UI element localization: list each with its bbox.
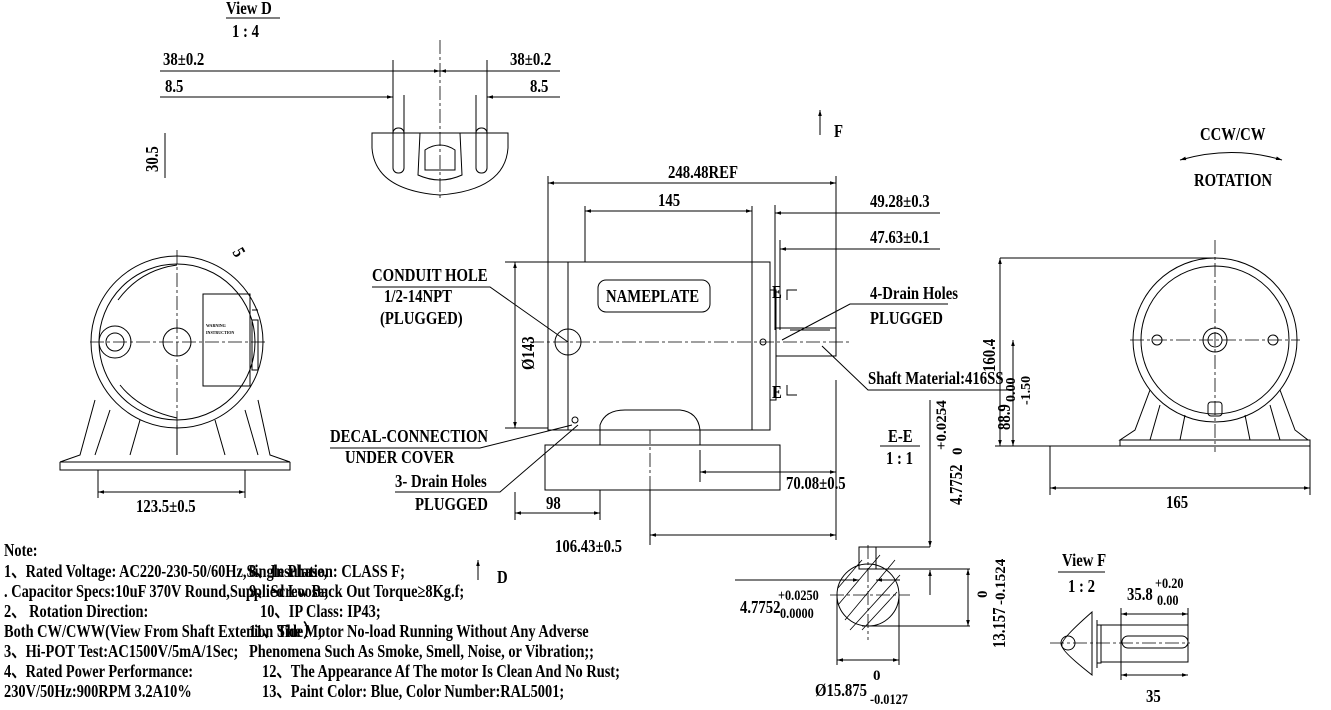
view-f-key-length: 35 (1146, 686, 1161, 707)
dim-248-48: 248.48REF (668, 162, 738, 183)
view-f-marker: F (834, 121, 843, 142)
note-line: Both CW/CWW(View From Shaft Extenion Sid… (4, 620, 322, 641)
note-line: 10、IP Class: IP43; (260, 600, 381, 621)
notes-heading: Note: (4, 539, 38, 560)
view-d: View D 1 : 4 38±0.2 38±0.2 8.5 8.5 30.5 (142, 0, 560, 200)
section-e-bottom: E (772, 382, 782, 403)
flat-lower: -0.1524 (993, 558, 1009, 605)
view-f-length: 35.8 (1127, 584, 1153, 605)
dim-38-right: 38±0.2 (510, 49, 551, 70)
section-ee-scale: 1 : 1 (886, 448, 913, 469)
shaft-diameter: Ø15.875 (815, 680, 867, 701)
nameplate-label: NAMEPLATE (606, 286, 699, 307)
note-line: Phenomena Such As Smoke, Smell, Noise, o… (249, 640, 594, 661)
dim-dia-143: Ø143 (518, 336, 539, 370)
view-f: View F 1 : 2 35.8 +0.20 0.00 35 (1050, 550, 1190, 707)
note-line: 1、Rated Voltage: AC220-230-50/60Hz,Singl… (4, 560, 327, 581)
dim-123-5: 123.5±0.5 (136, 496, 196, 517)
main-side-view: 248.48REF 145 49.28±0.3 47.63±0.1 CONDUI… (330, 162, 1010, 588)
rotation-line2: ROTATION (1194, 170, 1272, 191)
left-end-view: WARNING INSTRUCTION 123.5±0.5 5 (59, 244, 291, 517)
shaft-material-label: Shaft Material:416SS (868, 368, 1004, 389)
note-line: . Capacitor Specs:10uF 370V Round,Suppli… (4, 580, 329, 601)
dim-38-left: 38±0.2 (163, 49, 204, 70)
shaft-dia-lower: -0.0127 (870, 691, 908, 707)
key-depth: 4.7752 (946, 464, 967, 505)
instruction-label: INSTRUCTION (206, 330, 234, 335)
dim-98: 98 (546, 493, 561, 514)
conduit-label-2: 1/2-14NPT (384, 286, 452, 307)
conduit-label-1: CONDUIT HOLE (372, 265, 488, 286)
key-width-lower: 0.0000 (780, 605, 814, 621)
view-f-scale: 1 : 2 (1068, 576, 1095, 597)
dim-47-63: 47.63±0.1 (870, 227, 930, 248)
section-ee-title: E-E (888, 426, 913, 447)
conduit-label-3: (PLUGGED) (380, 308, 463, 329)
note-line: 230V/50Hz:900RPM 3.2A10% (4, 680, 192, 701)
decal-label-2: UNDER COVER (345, 447, 455, 468)
dim-165: 165 (1166, 492, 1188, 513)
notes: Note: 1、Rated Voltage: AC220-230-50/60Hz… (4, 539, 620, 701)
note-line: 11、The Motor No-load Running Without Any… (249, 620, 589, 641)
key-depth-upper: +0.0254 (934, 400, 950, 450)
right-end-view: 160.4 88.9 0.00 -1.50 165 (979, 240, 1311, 513)
dim-88-9-tol-upper: 0.00 (1004, 378, 1019, 403)
view-d-marker: D (497, 567, 508, 588)
note-line: 9、Screw Back Out Torque≥8Kg.f; (249, 580, 464, 601)
view-d-scale: 1 : 4 (232, 21, 259, 42)
dim-70-08: 70.08±0.5 (786, 473, 846, 494)
view-f-length-lower: 0.00 (1157, 592, 1179, 608)
note-line: 12、The Appearance Af The motor Is Clean … (262, 660, 620, 681)
dim-angle-5: 5 (228, 244, 250, 261)
key-width: 4.7752 (740, 597, 781, 618)
drain3-label-1: 3- Drain Holes (395, 471, 487, 492)
dim-88-9: 88.9 (994, 404, 1015, 430)
dim-30-5: 30.5 (142, 146, 163, 172)
dim-49-28: 49.28±0.3 (870, 191, 930, 212)
drain3-label-2: PLUGGED (415, 494, 488, 515)
note-line: 8、Insulation: CLASS F; (249, 560, 405, 581)
dim-85-left: 8.5 (165, 76, 183, 97)
note-line: 13、Paint Color: Blue, Color Number:RAL50… (262, 680, 564, 701)
view-f-title: View F (1062, 550, 1106, 571)
flat-dim: 13.157 (989, 607, 1010, 648)
rotation-line1: CCW/CW (1200, 124, 1266, 145)
view-f-length-upper: +0.20 (1155, 575, 1184, 591)
dim-85-right: 8.5 (530, 76, 548, 97)
flat-upper: 0 (975, 591, 991, 599)
dim-160-4: 160.4 (979, 339, 1000, 372)
dim-145: 145 (658, 190, 680, 211)
key-depth-lower: 0 (950, 448, 966, 456)
section-ee: E-E 1 : 1 4.7752 +0.0254 0 4.7752 +0.025… (735, 400, 1010, 707)
rotation-indicator: CCW/CW ROTATION (1179, 124, 1283, 191)
section-e-top: E (772, 282, 782, 303)
dim-88-9-tol-lower: -1.50 (1019, 376, 1034, 405)
drain4-label-1: 4-Drain Holes (870, 283, 958, 304)
drain4-label-2: PLUGGED (870, 308, 943, 329)
note-line: 3、Hi-POT Test:AC1500V/5mA/1Sec; (4, 640, 238, 661)
note-line: 2、 Rotation Direction: (4, 600, 148, 621)
note-line: 4、Rated Power Performance: (4, 660, 193, 681)
warning-label: WARNING (206, 323, 226, 328)
view-d-title: View D (226, 0, 272, 18)
decal-label-1: DECAL-CONNECTION (330, 426, 488, 447)
shaft-dia-upper: 0 (873, 668, 881, 684)
key-width-upper: +0.0250 (778, 587, 819, 603)
dim-106-43: 106.43±0.5 (555, 536, 622, 557)
